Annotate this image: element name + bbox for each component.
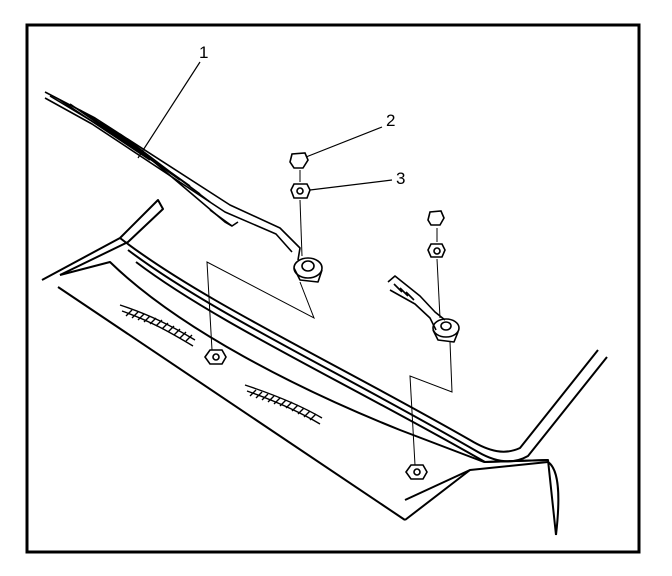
wiper-arm-left: [44, 91, 323, 283]
callout-1: 1: [199, 43, 208, 62]
leader-2: [305, 126, 383, 158]
leader-lines: [137, 61, 393, 191]
callout-3: 3: [396, 169, 405, 188]
assembly-lines: [206, 170, 453, 466]
fender-edge: [547, 461, 560, 536]
cowl-crease: [404, 469, 471, 501]
fasteners: [204, 152, 446, 480]
wiper-arm-right: [387, 275, 460, 343]
leader-3: [309, 179, 393, 191]
diagram-border: [25, 23, 641, 554]
vehicle-body: [41, 199, 608, 536]
windshield-lower-edge: [119, 237, 599, 453]
nut-cap-left: [289, 152, 309, 169]
cowl-panel-top: [59, 261, 557, 536]
leader-1: [137, 61, 201, 159]
nut-cap-right: [427, 210, 445, 226]
cowl-vent-right: [244, 384, 323, 425]
cowl-vent-left: [119, 304, 196, 347]
windshield-moulding: [135, 261, 549, 463]
callout-2: 2: [386, 111, 395, 130]
left-pillar: [41, 199, 164, 281]
cowl-front-edge: [57, 286, 406, 521]
